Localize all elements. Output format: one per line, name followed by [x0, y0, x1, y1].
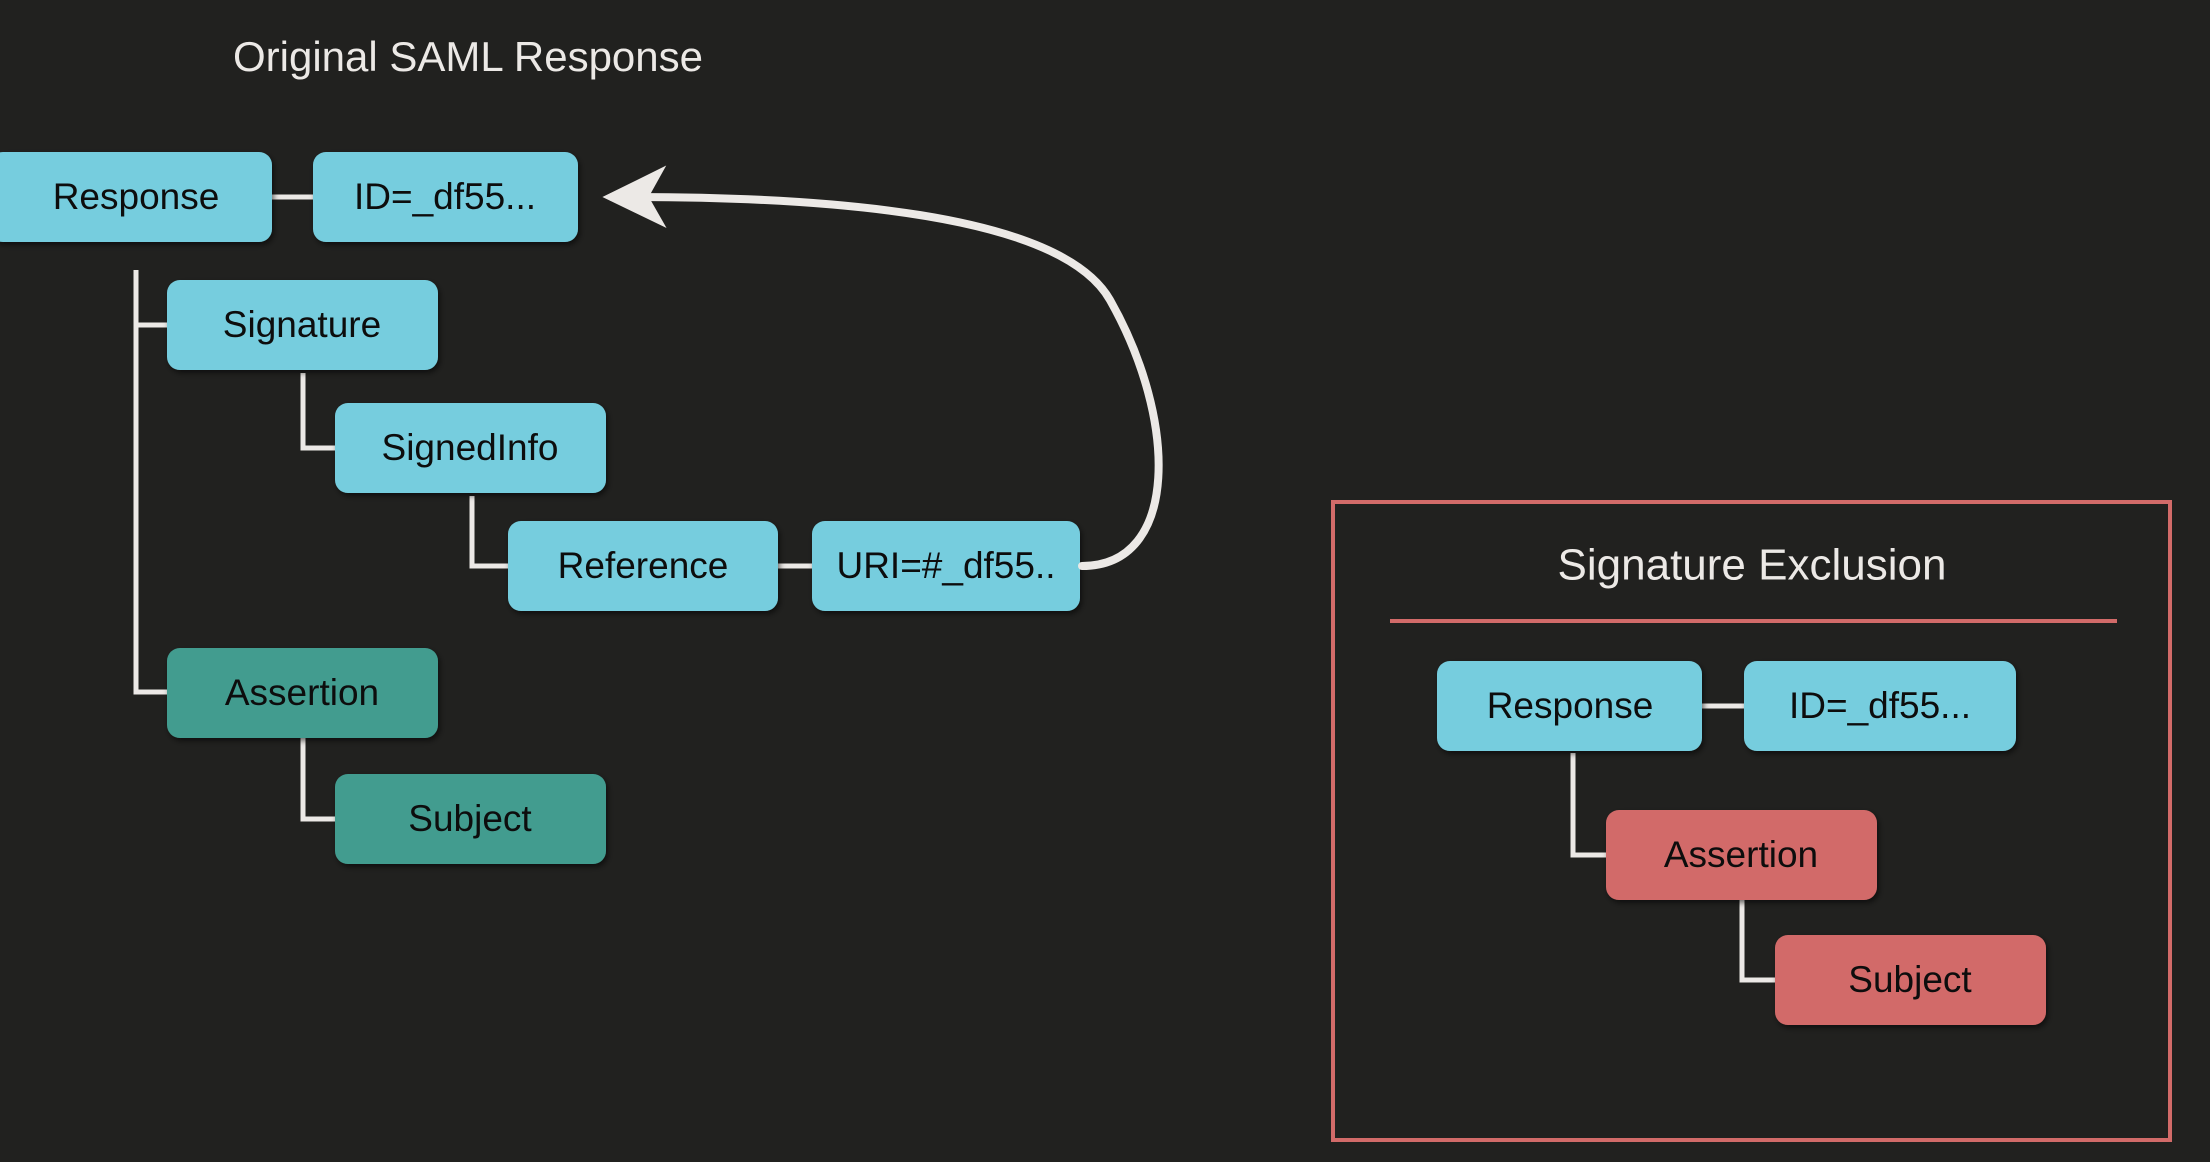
panel-title: Signature Exclusion: [1558, 541, 1947, 590]
panel-border: [1331, 500, 2172, 1142]
node-uri-attr[interactable]: URI=#_df55..: [812, 521, 1080, 611]
node-signature-label: Signature: [223, 304, 381, 345]
right-tree-connectors: [1570, 703, 1775, 983]
reference-arrow-path: [602, 165, 1163, 570]
node-id-attr-right-label: ID=_df55...: [1789, 685, 1971, 726]
node-assertion-right-label: Assertion: [1664, 834, 1818, 875]
node-response-left-label: Response: [53, 176, 220, 217]
node-response-right[interactable]: Response: [1437, 661, 1702, 751]
node-id-attr-right[interactable]: ID=_df55...: [1744, 661, 2016, 751]
connector-response-signature: [133, 270, 167, 328]
node-assertion-left[interactable]: Assertion: [167, 648, 438, 738]
left-section-title: Original SAML Response: [233, 33, 703, 80]
node-subject-right-label: Subject: [1848, 959, 1972, 1000]
node-subject-left-label: Subject: [408, 798, 532, 839]
node-id-attr-left-label: ID=_df55...: [354, 176, 536, 217]
node-subject-left[interactable]: Subject: [335, 774, 606, 864]
node-response-left[interactable]: Response: [0, 152, 272, 242]
connector-assertion-subject-right: [1739, 900, 1775, 983]
node-uri-attr-label: URI=#_df55..: [836, 545, 1055, 586]
signature-exclusion-panel: Signature Exclusion: [1331, 500, 2172, 1142]
node-response-right-label: Response: [1487, 685, 1654, 726]
left-tree-connectors: [133, 194, 812, 822]
node-subject-right[interactable]: Subject: [1775, 935, 2046, 1025]
node-signature[interactable]: Signature: [167, 280, 438, 370]
node-reference[interactable]: Reference: [508, 521, 778, 611]
connector-signature-signedinfo: [300, 373, 335, 451]
node-assertion-left-label: Assertion: [225, 672, 379, 713]
connector-assertion-subject: [300, 738, 335, 822]
node-reference-label: Reference: [558, 545, 729, 586]
connector-response-assertion-right: [1570, 753, 1606, 858]
connector-signedinfo-reference: [469, 496, 508, 569]
node-signedinfo-label: SignedInfo: [382, 427, 559, 468]
connector-response-assertion: [133, 270, 167, 695]
node-id-attr-left[interactable]: ID=_df55...: [313, 152, 578, 242]
node-signedinfo[interactable]: SignedInfo: [335, 403, 606, 493]
reference-arrow: [602, 165, 1163, 570]
node-assertion-right[interactable]: Assertion: [1606, 810, 1877, 900]
